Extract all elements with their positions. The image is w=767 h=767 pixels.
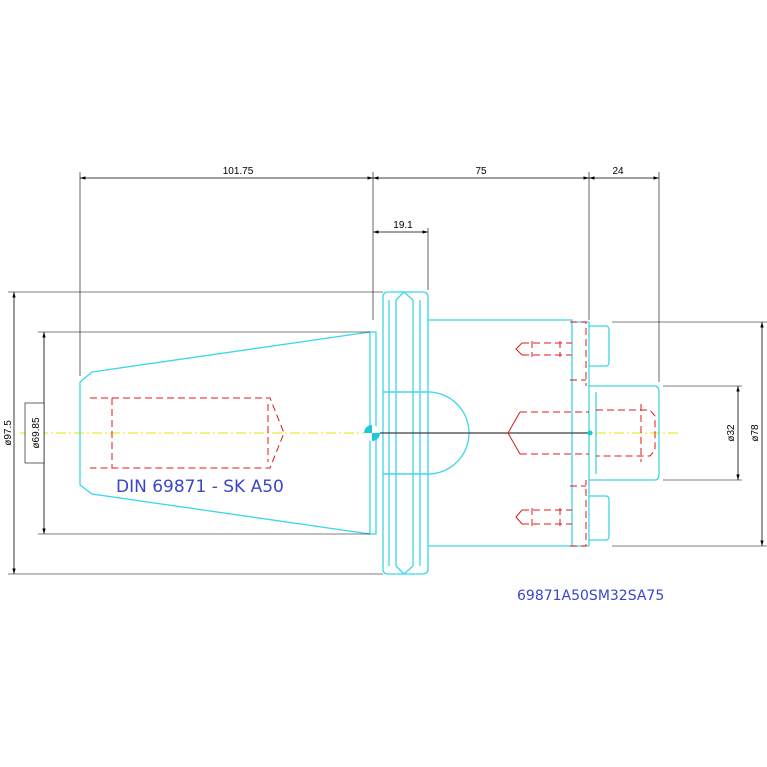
hidden-features <box>90 321 656 547</box>
dim-text-24: 24 <box>612 166 624 177</box>
dim-text-19-1: 19.1 <box>393 220 413 231</box>
dim-text-75: 75 <box>475 166 487 177</box>
dim-text-dia-32: ø32 <box>726 424 737 442</box>
dim-box-dia-69-85 <box>24 402 45 464</box>
extension-lines <box>8 172 767 575</box>
dim-text-dia-78: ø78 <box>750 424 761 442</box>
origin-marker <box>364 425 593 441</box>
standard-label: DIN 69871 - SK A50 <box>116 477 284 497</box>
dim-text-101-75: 101.75 <box>223 166 254 177</box>
part-number-label: 69871A50SM32SA75 <box>517 588 664 604</box>
dim-text-dia-69-85: ø69.85 <box>31 417 42 449</box>
shank-outline <box>589 385 660 481</box>
dim-text-dia-97-5: ø97.5 <box>3 420 14 446</box>
